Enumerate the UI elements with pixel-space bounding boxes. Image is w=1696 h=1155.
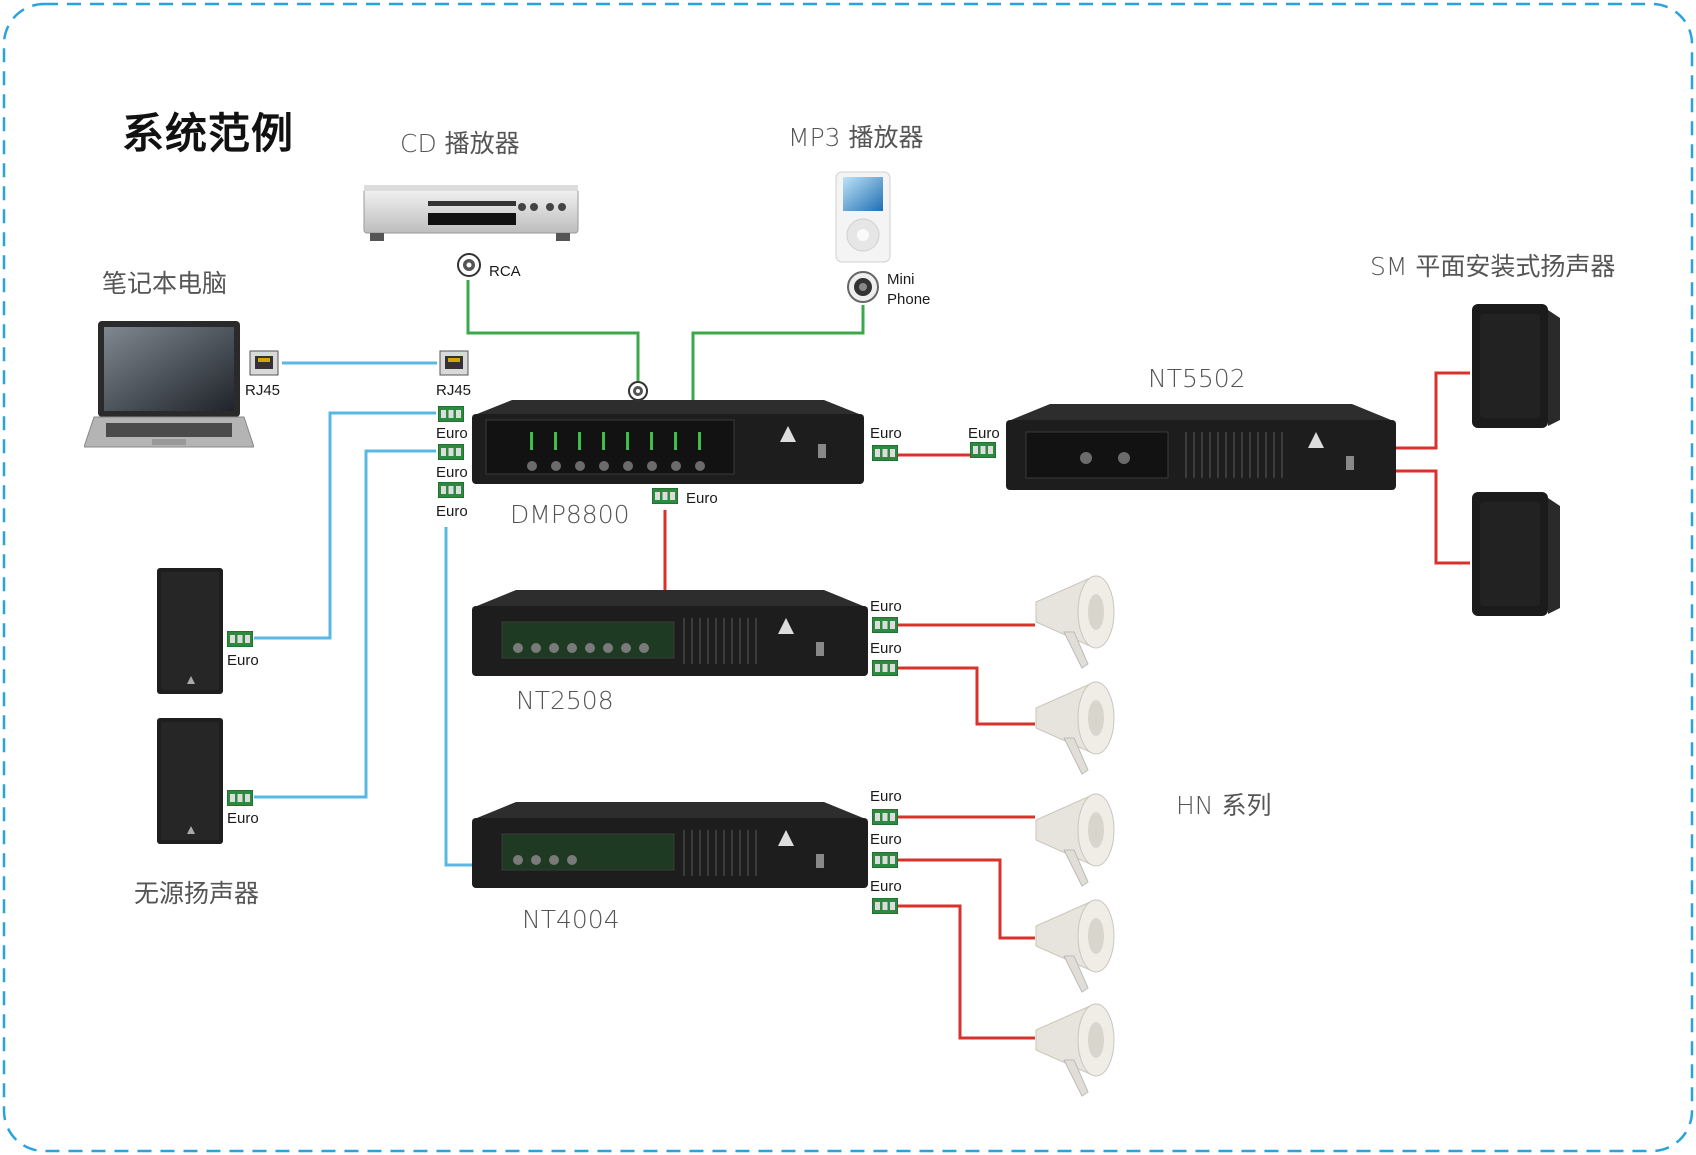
nt2508-label: NT2508: [516, 686, 614, 715]
passive-speaker-image: [157, 718, 223, 844]
dmp8800-label: DMP8800: [510, 500, 630, 529]
nt4004-hn-line-2: [897, 858, 1035, 940]
euro-connector-icon: [872, 660, 898, 676]
euro-label: Euro: [870, 878, 902, 895]
euro-connector-icon: [227, 790, 253, 806]
nt2508-device-image: [472, 590, 868, 676]
rca-label: RCA: [489, 263, 521, 280]
nt4004-hn-line-3: [897, 904, 1035, 1040]
dmp8800-device-image: [472, 400, 864, 484]
euro-label: Euro: [436, 503, 468, 520]
diagram-title: 系统范例: [122, 109, 295, 158]
euro-connector-icon: [872, 852, 898, 868]
rca-jack-icon: [628, 381, 648, 401]
euro-label: Euro: [686, 490, 718, 507]
nt4004-device-image: [472, 802, 868, 888]
mini-phone-jack-icon: [847, 271, 879, 303]
euro-connector-icon: [438, 406, 464, 422]
rca-line: [466, 280, 640, 390]
nt5502-sm-line-1: [1392, 371, 1470, 450]
laptop-label: 笔记本电脑: [102, 269, 228, 298]
euro-label: Euro: [227, 652, 259, 669]
nt4004-label: NT4004: [522, 905, 620, 934]
euro-label: Euro: [227, 810, 259, 827]
mini-label: Mini: [887, 271, 915, 288]
sm-speaker-image: [1472, 304, 1560, 428]
euro-connector-icon: [970, 442, 996, 458]
euro-connector-icon: [227, 631, 253, 647]
euro-connector-icon: [872, 809, 898, 825]
sm-speaker-image: [1472, 492, 1560, 616]
rj45-label-laptop: RJ45: [245, 382, 281, 399]
hn-horn-speaker-image: [1035, 1003, 1115, 1097]
euro-line-speaker-2: [254, 449, 436, 799]
euro-label: Euro: [968, 425, 1000, 442]
nt2508-hn-line-2: [897, 666, 1035, 726]
euro-connector-icon: [438, 444, 464, 460]
euro-label: Euro: [870, 425, 902, 442]
euro-connector-icon: [438, 482, 464, 498]
euro-line-speaker-1: [254, 411, 436, 640]
euro-label: Euro: [436, 464, 468, 481]
cd-player-label: CD 播放器: [400, 129, 520, 158]
nt5502-sm-line-2: [1392, 469, 1470, 565]
hn-horn-speaker-image: [1035, 575, 1115, 669]
phone-label: Phone: [887, 291, 931, 308]
euro-connector-icon: [872, 898, 898, 914]
passive-speaker-image: [157, 568, 223, 694]
hn-horn-speaker-image: [1035, 681, 1115, 775]
rj45-port-icon: [249, 350, 279, 376]
euro-label: Euro: [870, 831, 902, 848]
rj45-port-icon: [439, 350, 469, 376]
hn-series-label: HN 系列: [1176, 791, 1272, 820]
rca-jack-icon: [457, 253, 481, 277]
nt5502-label: NT5502: [1148, 364, 1246, 393]
euro-label: Euro: [436, 425, 468, 442]
euro-connector-icon: [872, 617, 898, 633]
euro-label: Euro: [870, 640, 902, 657]
euro-line-nt4004: [444, 527, 473, 867]
euro-label: Euro: [870, 788, 902, 805]
laptop-image: [84, 321, 254, 448]
mp3-player-label: MP3 播放器: [788, 123, 924, 152]
euro-connector-icon: [652, 488, 678, 504]
mp3-player-image: [835, 171, 891, 263]
rj45-label-dmp: RJ45: [436, 382, 472, 399]
passive-speakers-label: 无源扬声器: [134, 879, 260, 908]
euro-connector-icon: [872, 445, 898, 461]
hn-horn-speaker-image: [1035, 899, 1115, 993]
sm-speakers-label: SM 平面安装式扬声器: [1370, 252, 1616, 281]
mini-phone-line: [691, 305, 865, 402]
cd-player-image: [363, 185, 579, 241]
euro-label: Euro: [870, 598, 902, 615]
hn-horn-speaker-image: [1035, 793, 1115, 887]
nt5502-device-image: [1006, 404, 1396, 490]
